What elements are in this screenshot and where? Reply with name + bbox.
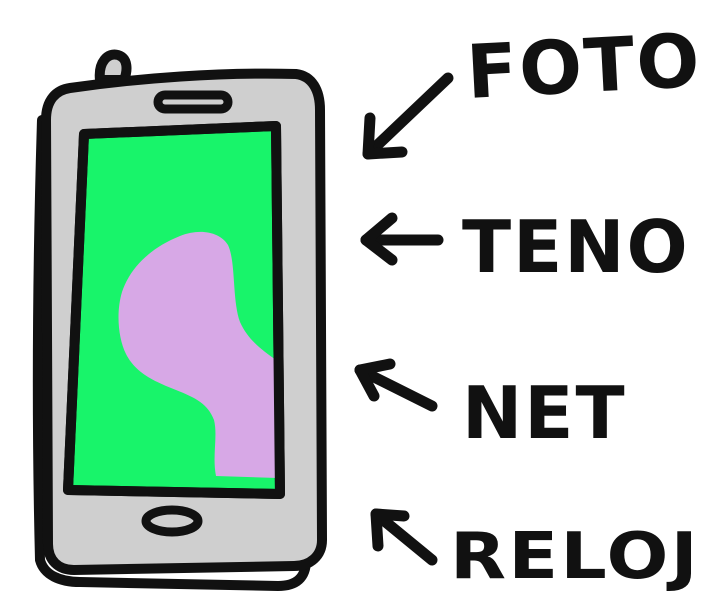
label-teno: TENO	[462, 205, 690, 289]
phone-home-button	[146, 510, 198, 532]
label-reloj: RELOJ	[450, 520, 700, 594]
phone-earpiece	[158, 95, 228, 109]
arrow-icon-net	[360, 364, 432, 406]
arrow-icon-foto	[368, 78, 448, 154]
label-foto: FOTO	[464, 18, 703, 116]
phone-illustration	[38, 54, 322, 586]
arrow-icon-reloj	[376, 514, 432, 560]
arrow-icon-teno	[366, 218, 438, 260]
arrows	[360, 78, 448, 560]
labels: FOTO TENO NET RELOJ	[450, 18, 703, 594]
label-net: NET	[462, 371, 627, 455]
phone-antenna	[100, 54, 127, 80]
